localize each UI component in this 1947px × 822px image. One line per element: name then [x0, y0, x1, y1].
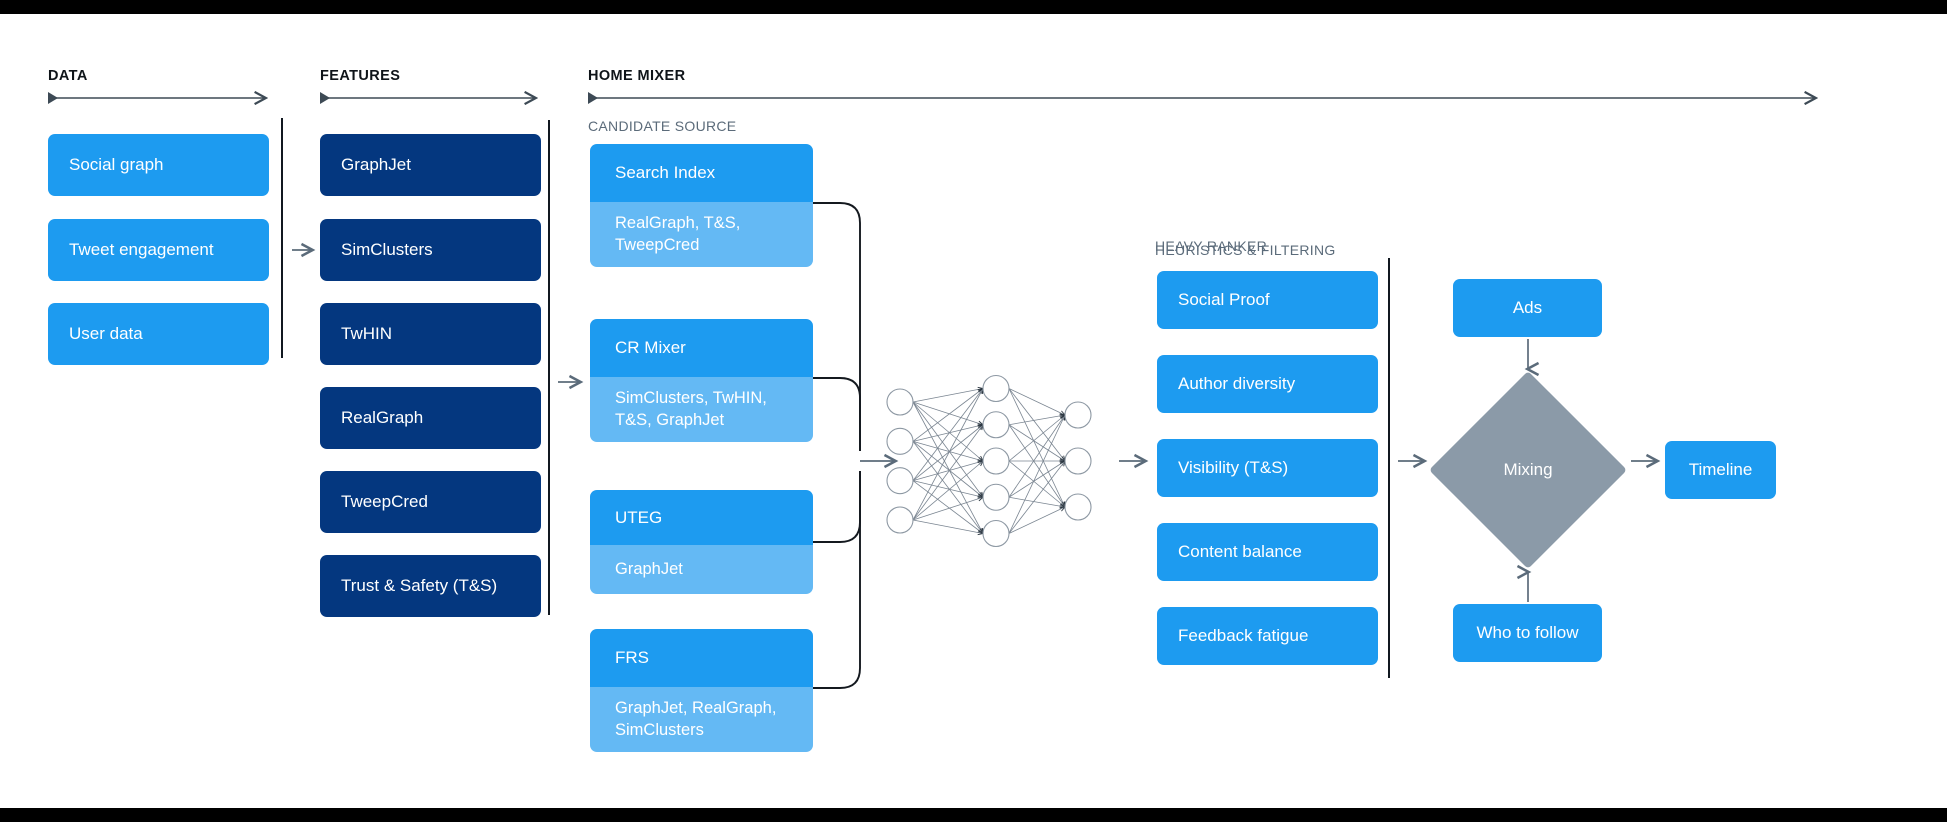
output-box-label: Ads — [1512, 298, 1543, 318]
feature-box-twhin[interactable]: TwHIN — [320, 303, 541, 365]
mixing-node[interactable]: Mixing — [1429, 371, 1627, 569]
section-title-home-mixer: HOME MIXER — [588, 68, 686, 84]
feature-box-tweepcred[interactable]: TweepCred — [320, 471, 541, 533]
output-box-who-to-follow[interactable]: Who to follow — [1453, 604, 1602, 662]
candidate-source-name: CR Mixer — [590, 319, 813, 377]
connector-layer — [292, 202, 1661, 689]
section-title-heuristics: HEURISTICS & FILTERING — [1155, 242, 1336, 258]
candidate-source-features: SimClusters, TwHIN, T&S, GraphJet — [590, 377, 813, 442]
heuristic-box-author-diversity[interactable]: Author diversity — [1157, 355, 1378, 413]
candidate-source-uteg[interactable]: UTEG GraphJet — [590, 490, 813, 594]
heavy-ranker-network — [886, 374, 1092, 548]
heuristic-box-social-proof[interactable]: Social Proof — [1157, 271, 1378, 329]
data-box-social-graph[interactable]: Social graph — [48, 134, 269, 196]
diagram-canvas: DATA FEATURES HOME MIXER CANDIDATE SOURC… — [0, 14, 1947, 808]
candidate-source-features: GraphJet — [590, 545, 813, 594]
header-axis-arrows — [48, 14, 1947, 808]
feature-box-graphjet[interactable]: GraphJet — [320, 134, 541, 196]
candidate-source-cr-mixer[interactable]: CR Mixer SimClusters, TwHIN, T&S, GraphJ… — [590, 319, 813, 442]
heuristic-box-label: Social Proof — [1178, 290, 1270, 310]
section-title-heavy-ranker: HEAVY RANKER — [1155, 238, 1268, 254]
feature-box-label: GraphJet — [341, 155, 411, 175]
output-box-ads[interactable]: Ads — [1453, 279, 1602, 337]
divider-data-features — [281, 118, 283, 358]
candidate-source-search-index[interactable]: Search Index RealGraph, T&S, TweepCred — [590, 144, 813, 267]
divider-features-homemixer — [548, 120, 550, 615]
heuristic-box-label: Author diversity — [1178, 374, 1296, 394]
mixing-label: Mixing — [1503, 460, 1553, 479]
candidate-source-features: GraphJet, RealGraph, SimClusters — [590, 687, 813, 752]
candidate-source-name: Search Index — [590, 144, 813, 202]
section-title-features: FEATURES — [320, 68, 401, 84]
heuristic-box-label: Visibility (T&S) — [1178, 458, 1289, 478]
candidate-source-frs[interactable]: FRS GraphJet, RealGraph, SimClusters — [590, 629, 813, 752]
feature-box-label: TwHIN — [341, 324, 392, 344]
feature-box-label: SimClusters — [341, 240, 433, 260]
heuristic-box-label: Feedback fatigue — [1178, 626, 1309, 646]
candidate-source-features: RealGraph, T&S, TweepCred — [590, 202, 813, 267]
heuristic-box-visibility[interactable]: Visibility (T&S) — [1157, 439, 1378, 497]
data-box-user-data[interactable]: User data — [48, 303, 269, 365]
feature-box-label: TweepCred — [341, 492, 428, 512]
data-box-label: Tweet engagement — [69, 240, 214, 260]
heuristic-box-content-balance[interactable]: Content balance — [1157, 523, 1378, 581]
data-box-label: User data — [69, 324, 143, 344]
feature-box-trust-safety[interactable]: Trust & Safety (T&S) — [320, 555, 541, 617]
data-box-tweet-engagement[interactable]: Tweet engagement — [48, 219, 269, 281]
candidate-source-name: FRS — [590, 629, 813, 687]
output-box-label: Who to follow — [1476, 623, 1579, 643]
feature-box-label: Trust & Safety (T&S) — [341, 576, 498, 596]
candidate-source-name: UTEG — [590, 490, 813, 545]
feature-box-simclusters[interactable]: SimClusters — [320, 219, 541, 281]
section-title-candidate-source: CANDIDATE SOURCE — [588, 118, 737, 134]
heuristic-box-label: Content balance — [1178, 542, 1302, 562]
output-box-label: Timeline — [1688, 460, 1753, 480]
heuristic-box-feedback-fatigue[interactable]: Feedback fatigue — [1157, 607, 1378, 665]
data-box-label: Social graph — [69, 155, 164, 175]
section-title-data: DATA — [48, 68, 88, 84]
output-box-timeline[interactable]: Timeline — [1665, 441, 1776, 499]
feature-box-realgraph[interactable]: RealGraph — [320, 387, 541, 449]
divider-heuristics-output — [1388, 258, 1390, 678]
feature-box-label: RealGraph — [341, 408, 424, 428]
